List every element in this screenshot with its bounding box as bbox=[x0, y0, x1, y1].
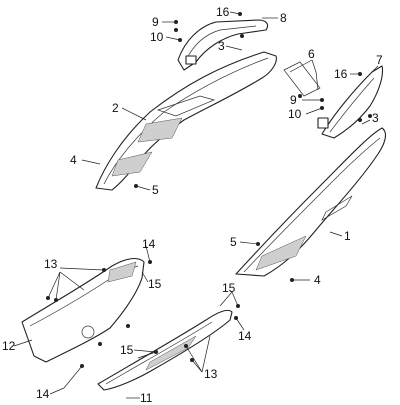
part-11-floor-panel bbox=[97, 309, 233, 391]
label-4-left: 4 bbox=[70, 153, 77, 167]
label-3-right: 3 bbox=[372, 111, 379, 125]
part-1-lower-side-cover bbox=[235, 127, 387, 277]
label-14-right: 14 bbox=[238, 329, 252, 343]
label-16-top: 16 bbox=[216, 5, 230, 19]
label-12: 12 bbox=[2, 339, 16, 353]
label-15-lower: 15 bbox=[120, 343, 134, 357]
label-8: 8 bbox=[280, 11, 287, 25]
label-5-left: 5 bbox=[152, 183, 159, 197]
clip-parts bbox=[185, 55, 329, 129]
label-1: 1 bbox=[344, 229, 351, 243]
label-14-upper: 14 bbox=[142, 237, 156, 251]
label-14-lower: 14 bbox=[36, 387, 50, 401]
label-15-upper: 15 bbox=[148, 277, 162, 291]
label-5-right: 5 bbox=[230, 235, 237, 249]
label-13-right: 13 bbox=[204, 367, 218, 381]
part-12-inner-lower-panel bbox=[21, 257, 145, 363]
label-9-top: 9 bbox=[152, 15, 159, 29]
label-10-right: 10 bbox=[288, 107, 302, 121]
label-13-left: 13 bbox=[44, 257, 58, 271]
label-7: 7 bbox=[376, 53, 383, 67]
part-2-upper-side-cover bbox=[95, 51, 277, 191]
label-3-top: 3 bbox=[218, 39, 225, 53]
part-number-labels: 9 10 16 8 2 3 6 7 16 9 10 3 4 5 1 5 4 14… bbox=[2, 5, 383, 405]
part-8-grab-handle bbox=[177, 19, 269, 71]
label-10-top: 10 bbox=[150, 30, 164, 44]
label-4-right: 4 bbox=[314, 273, 321, 287]
label-11: 11 bbox=[140, 391, 153, 405]
part-7-rear-small-panel bbox=[321, 65, 384, 139]
label-9-right: 9 bbox=[290, 93, 297, 107]
fasteners bbox=[46, 12, 372, 368]
part-6-bracket bbox=[283, 61, 321, 97]
label-6: 6 bbox=[308, 47, 315, 61]
label-15-right: 15 bbox=[222, 281, 236, 295]
label-16-right: 16 bbox=[334, 67, 348, 81]
leader-lines bbox=[13, 11, 379, 399]
label-2: 2 bbox=[112, 101, 119, 115]
